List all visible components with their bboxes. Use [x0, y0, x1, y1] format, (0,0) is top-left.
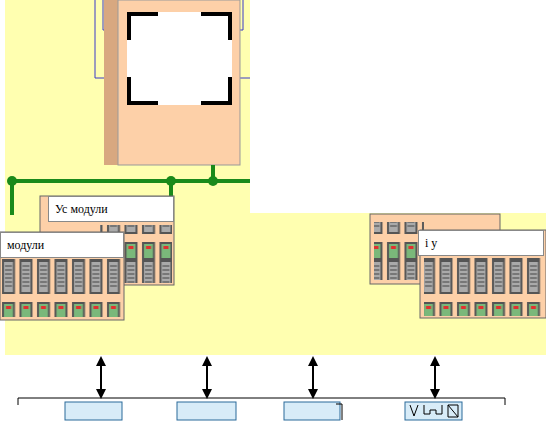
module-label: Ус модули — [48, 196, 174, 222]
label-text: i у — [425, 236, 437, 250]
module-label: i у — [418, 230, 544, 256]
label-text: Ус модули — [55, 202, 108, 216]
module-label: модули — [0, 232, 124, 258]
label-text: модули — [7, 238, 44, 252]
